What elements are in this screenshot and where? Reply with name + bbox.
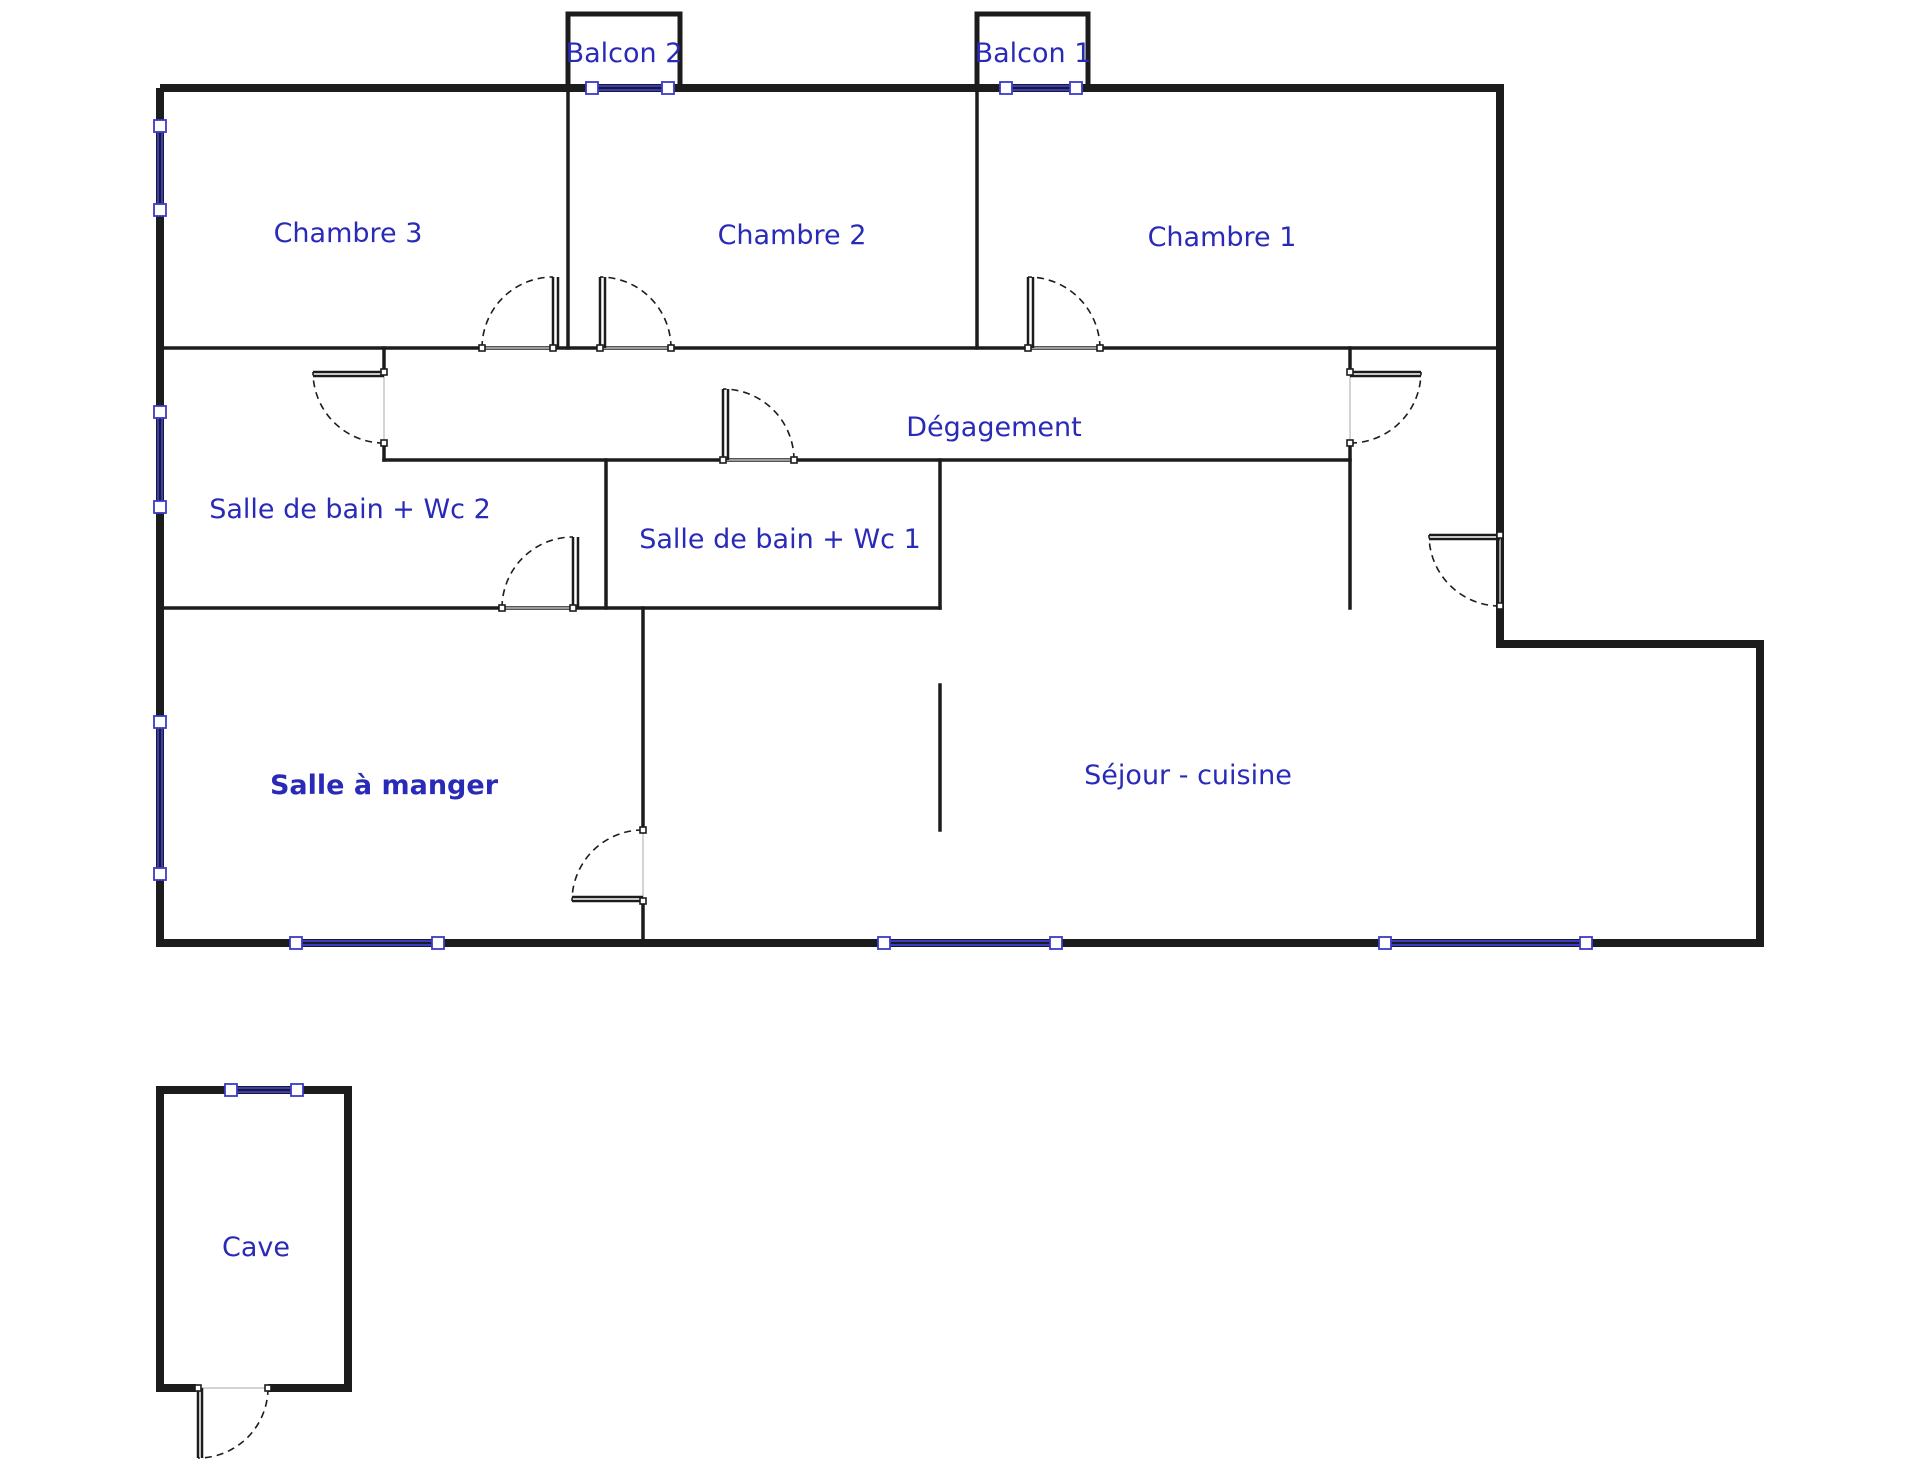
label-sdb-wc-1: Salle de bain + Wc 1: [639, 524, 921, 555]
windows: [153, 81, 1593, 950]
door-cave[interactable]: [194, 1384, 272, 1459]
cave-wall: [156, 1086, 352, 1392]
door-chambre-3[interactable]: [478, 276, 560, 352]
balcon-1-wall: [974, 11, 1091, 91]
window-balcon-1: [999, 81, 1083, 95]
interior-partitions: [158, 86, 1502, 945]
window-salle-a-manger-west: [153, 715, 167, 881]
window-salle-a-manger-south: [289, 936, 445, 950]
door-chambre-2[interactable]: [596, 276, 675, 352]
balcon-2-wall: [565, 11, 683, 91]
exterior-walls: [156, 11, 1764, 947]
doors: [312, 276, 1504, 905]
door-chambre-1[interactable]: [1024, 276, 1104, 352]
door-entry[interactable]: [1428, 531, 1504, 610]
label-balcon-2: Balcon 2: [566, 38, 683, 69]
room-labels: Balcon 2 Balcon 1 Chambre 3 Chambre 2 Ch…: [209, 38, 1296, 1263]
label-sdb-wc-2: Salle de bain + Wc 2: [209, 494, 491, 525]
label-chambre-3: Chambre 3: [274, 218, 423, 249]
window-cave: [224, 1083, 304, 1097]
label-chambre-1: Chambre 1: [1148, 222, 1297, 253]
label-balcon-1: Balcon 1: [975, 38, 1092, 69]
label-sejour-cuisine: Séjour - cuisine: [1084, 760, 1292, 791]
label-cave: Cave: [222, 1232, 290, 1263]
label-degagement: Dégagement: [906, 412, 1081, 443]
door-sdb-2-south[interactable]: [498, 536, 580, 612]
cave-block: [156, 1083, 352, 1459]
window-sejour-south-2: [1378, 936, 1593, 950]
label-salle-a-manger: Salle à manger: [270, 770, 499, 801]
label-chambre-2: Chambre 2: [718, 220, 867, 251]
door-degagement-east[interactable]: [1346, 368, 1422, 447]
door-sdb-2-west[interactable]: [312, 368, 388, 447]
window-sdb-2: [153, 405, 167, 514]
window-chambre-3: [153, 119, 167, 217]
door-sdb-1[interactable]: [719, 388, 798, 464]
window-balcon-2: [585, 81, 675, 95]
window-sejour-south-1: [877, 936, 1063, 950]
door-salle-a-manger[interactable]: [571, 826, 647, 905]
